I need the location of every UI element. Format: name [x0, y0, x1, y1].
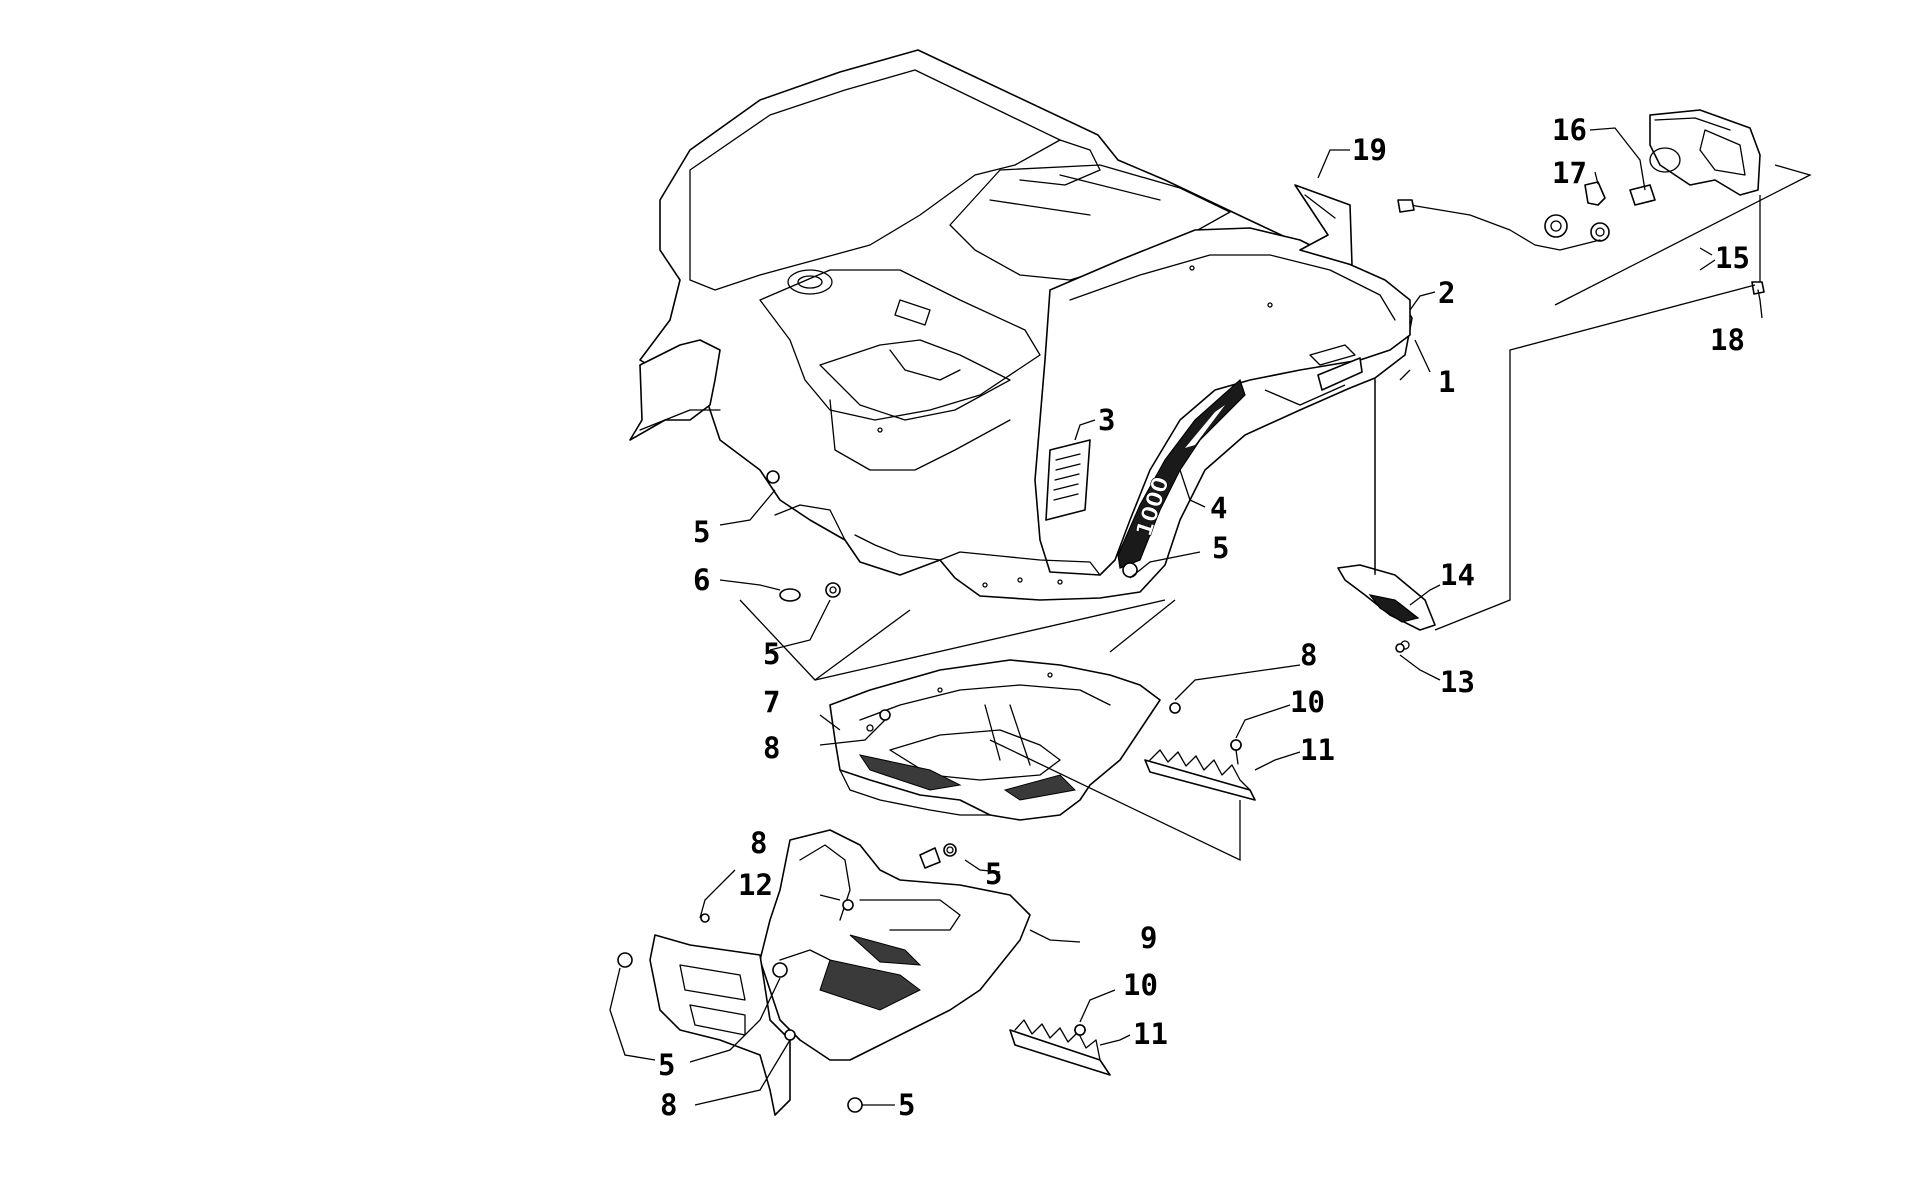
callout-8-footwell: 8 [763, 731, 780, 765]
footrest-11-upper [1144, 739, 1256, 801]
callout-10-upper: 10 [1290, 685, 1325, 719]
callout-8-left-bottom: 8 [660, 1088, 677, 1122]
callout-4: 4 [1210, 491, 1227, 525]
callout-1: 1 [1438, 365, 1455, 399]
callout-11-upper: 11 [1300, 733, 1335, 767]
callout-5-footwell-nut: 5 [985, 857, 1002, 891]
callout-16: 16 [1552, 113, 1587, 147]
callout-5-lower-left: 5 [763, 637, 780, 671]
rear-body-panel [629, 49, 1413, 601]
callout-5-decal: 5 [1212, 531, 1229, 565]
callout-3: 3 [1098, 403, 1115, 437]
callout-5-upper-left: 5 [693, 515, 710, 549]
callout-2: 2 [1438, 276, 1455, 310]
callout-14: 14 [1440, 558, 1475, 592]
callout-12: 12 [738, 868, 773, 902]
fasteners [617, 470, 1405, 1113]
right-footwell [829, 659, 1161, 821]
callout-labels: 1 2 3 4 5 5 5 5 5 5 6 7 8 8 8 8 9 10 10 … [658, 113, 1750, 1122]
callout-18: 18 [1710, 323, 1745, 357]
taillight-assembly [1397, 109, 1765, 301]
emblem-decal [1317, 357, 1363, 391]
callout-10-lower: 10 [1123, 968, 1158, 1002]
warning-label-decal [1045, 439, 1091, 521]
leader-lines [609, 127, 1812, 1106]
footrest-11-lower [1009, 1019, 1111, 1076]
callout-8-left-top: 8 [750, 826, 767, 860]
decal-19 [1294, 184, 1353, 266]
callout-15: 15 [1715, 241, 1750, 275]
callout-7: 7 [763, 685, 780, 719]
callout-6: 6 [693, 563, 710, 597]
callout-17: 17 [1552, 156, 1587, 190]
callout-5-bottom: 5 [898, 1088, 915, 1122]
callout-8-right: 8 [1300, 638, 1317, 672]
left-footwell [649, 829, 1031, 1116]
callout-19: 19 [1352, 133, 1387, 167]
callout-13: 13 [1440, 665, 1475, 699]
callout-5-left-nuts: 5 [658, 1048, 675, 1082]
callout-11-lower: 11 [1133, 1017, 1168, 1051]
callout-9: 9 [1140, 921, 1157, 955]
reflector-14 [1337, 564, 1436, 650]
